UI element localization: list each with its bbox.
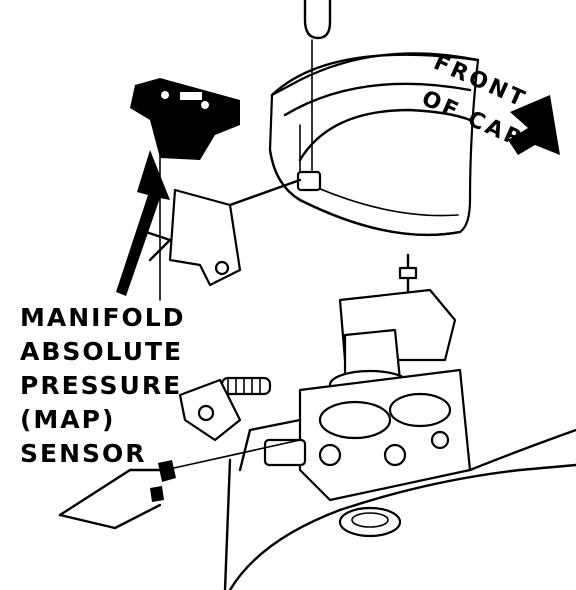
callout-arrow: [116, 150, 170, 296]
map-sensor: [130, 78, 240, 301]
map-sensor-label-line-3: PRESSURE: [20, 371, 183, 400]
mounting-bracket: [138, 178, 302, 287]
linkage-spring: [178, 376, 272, 442]
front-arrow-icon: [508, 95, 560, 155]
throttle-cable: [58, 439, 301, 530]
map-sensor-label-line-2: ABSOLUTE: [20, 337, 184, 366]
map-sensor-label-line-5: SENSOR: [20, 439, 147, 468]
intake-manifold: [223, 428, 576, 590]
hanging-rod: [303, 0, 332, 171]
map-sensor-label-line-1: MANIFOLD: [20, 303, 186, 332]
carburetor: [238, 253, 472, 502]
air-cleaner-housing: [268, 52, 480, 237]
map-sensor-label-line-4: (MAP): [20, 405, 116, 434]
